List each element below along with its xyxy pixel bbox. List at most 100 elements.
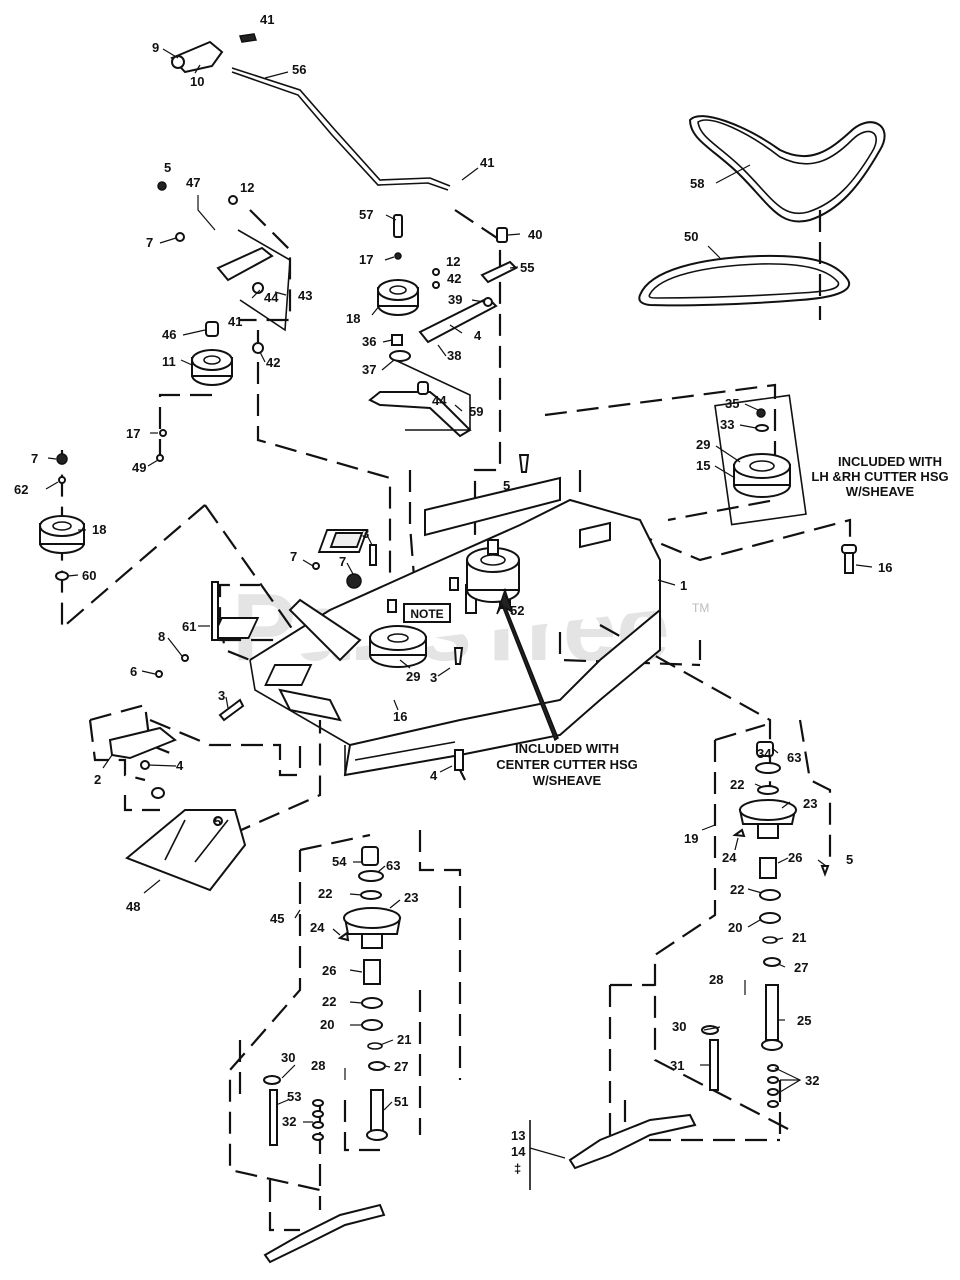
callout-7: 7: [31, 451, 38, 466]
callout-59: 59: [469, 404, 483, 419]
note-box-label: NOTE: [410, 607, 443, 621]
callout-54: 54: [332, 854, 347, 869]
lh-rh-note-line-3: W/SHEAVE: [846, 484, 915, 499]
deck-housing: [211, 476, 661, 777]
callout-61: 61: [182, 619, 196, 634]
callout-56: 56: [292, 62, 306, 77]
callout-29: 29: [696, 437, 710, 452]
note-box: [403, 603, 451, 623]
callout-32: 32: [282, 1114, 296, 1129]
callout-9: 9: [152, 40, 159, 55]
deck-hardware: [155, 454, 857, 771]
callout-13: 13: [511, 1128, 525, 1143]
left-spindle-stack: [263, 846, 402, 1146]
discharge-parts: [108, 726, 247, 892]
callout-47: 47: [186, 175, 200, 190]
callout-20: 20: [320, 1017, 334, 1032]
lh-rh-note-line-1: INCLUDED WITH: [838, 454, 942, 469]
callout-22: 22: [322, 994, 336, 1009]
callout-22: 22: [730, 882, 744, 897]
callout-38: 38: [447, 348, 461, 363]
callout-60: 60: [82, 568, 96, 583]
callout-21: 21: [792, 930, 806, 945]
callout-45: 45: [270, 911, 284, 926]
trademark-mark: TM: [692, 601, 709, 615]
callout-37: 37: [362, 362, 376, 377]
callout-27: 27: [394, 1059, 408, 1074]
callout-44: 44: [264, 290, 279, 305]
callout-63: 63: [386, 858, 400, 873]
callout-44: 44: [432, 393, 447, 408]
callout-18: 18: [346, 311, 360, 326]
callout-28: 28: [311, 1058, 325, 1073]
idler-pulley-11: [156, 321, 233, 462]
callout-10: 10: [190, 74, 204, 89]
center-note: INCLUDED WITH CENTER CUTTER HSG W/SHEAVE: [496, 741, 638, 788]
callout-24: 24: [310, 920, 325, 935]
callout-51: 51: [394, 1094, 408, 1109]
callout-22: 22: [318, 886, 332, 901]
callout-31: 31: [670, 1058, 684, 1073]
left-blade: [263, 1203, 386, 1264]
callout-34: 34: [757, 746, 772, 761]
callout-5: 5: [214, 814, 221, 829]
callout-5: 5: [164, 160, 171, 175]
callout-5: 5: [846, 852, 853, 867]
lh-rh-note-line-2: LH &RH CUTTER HSG: [811, 469, 948, 484]
callout-46: 46: [162, 327, 176, 342]
callout-22: 22: [730, 777, 744, 792]
callout-53: 53: [287, 1089, 301, 1104]
callout-32: 32: [805, 1073, 819, 1088]
callout-17: 17: [359, 252, 373, 267]
callout-17: 17: [126, 426, 140, 441]
callout-55: 55: [520, 260, 534, 275]
callout-7: 7: [290, 549, 297, 564]
callout-20: 20: [728, 920, 742, 935]
callout-49: 49: [132, 460, 146, 475]
callout-24: 24: [722, 850, 737, 865]
callout-16: 16: [393, 709, 407, 724]
pulley-15: [714, 394, 807, 526]
callout-42: 42: [447, 271, 461, 286]
callout-23: 23: [803, 796, 817, 811]
callout-12: 12: [240, 180, 254, 195]
bracket-59: [368, 359, 472, 438]
callout-52: 52: [510, 603, 524, 618]
callout-28: 28: [709, 972, 723, 987]
callout-21: 21: [397, 1032, 411, 1047]
callout-41: 41: [480, 155, 494, 170]
callout-4: 4: [474, 328, 482, 343]
callout-12: 12: [446, 254, 460, 269]
callout-double-dagger: ‡: [514, 1161, 521, 1176]
callout-27: 27: [794, 960, 808, 975]
callout-6: 6: [130, 664, 137, 679]
center-note-line-2: CENTER CUTTER HSG: [496, 757, 638, 772]
callout-29: 29: [406, 669, 420, 684]
callout-7: 7: [339, 554, 346, 569]
belts: [638, 115, 886, 307]
callout-3: 3: [430, 670, 437, 685]
idler-pulley-18-top: [377, 214, 419, 362]
callout-25: 25: [797, 1013, 811, 1028]
callout-19: 19: [684, 831, 698, 846]
callout-18: 18: [92, 522, 106, 537]
callout-15: 15: [696, 458, 710, 473]
callout-16: 16: [878, 560, 892, 575]
callout-42: 42: [266, 355, 280, 370]
callout-1: 1: [680, 578, 687, 593]
callout-48: 48: [126, 899, 140, 914]
callout-2: 2: [94, 772, 101, 787]
callout-11: 11: [162, 354, 176, 369]
callout-3: 3: [218, 688, 225, 703]
callout-30: 30: [672, 1019, 686, 1034]
callout-63: 63: [787, 750, 801, 765]
callout-41: 41: [228, 314, 242, 329]
callout-8: 8: [158, 629, 165, 644]
callout-26: 26: [788, 850, 802, 865]
callout-58: 58: [690, 176, 704, 191]
leader-lines: [45, 48, 873, 1159]
callout-39: 39: [448, 292, 462, 307]
pulley-18-left: [39, 453, 85, 581]
right-blade: [529, 1113, 697, 1190]
callout-4: 4: [430, 768, 438, 783]
